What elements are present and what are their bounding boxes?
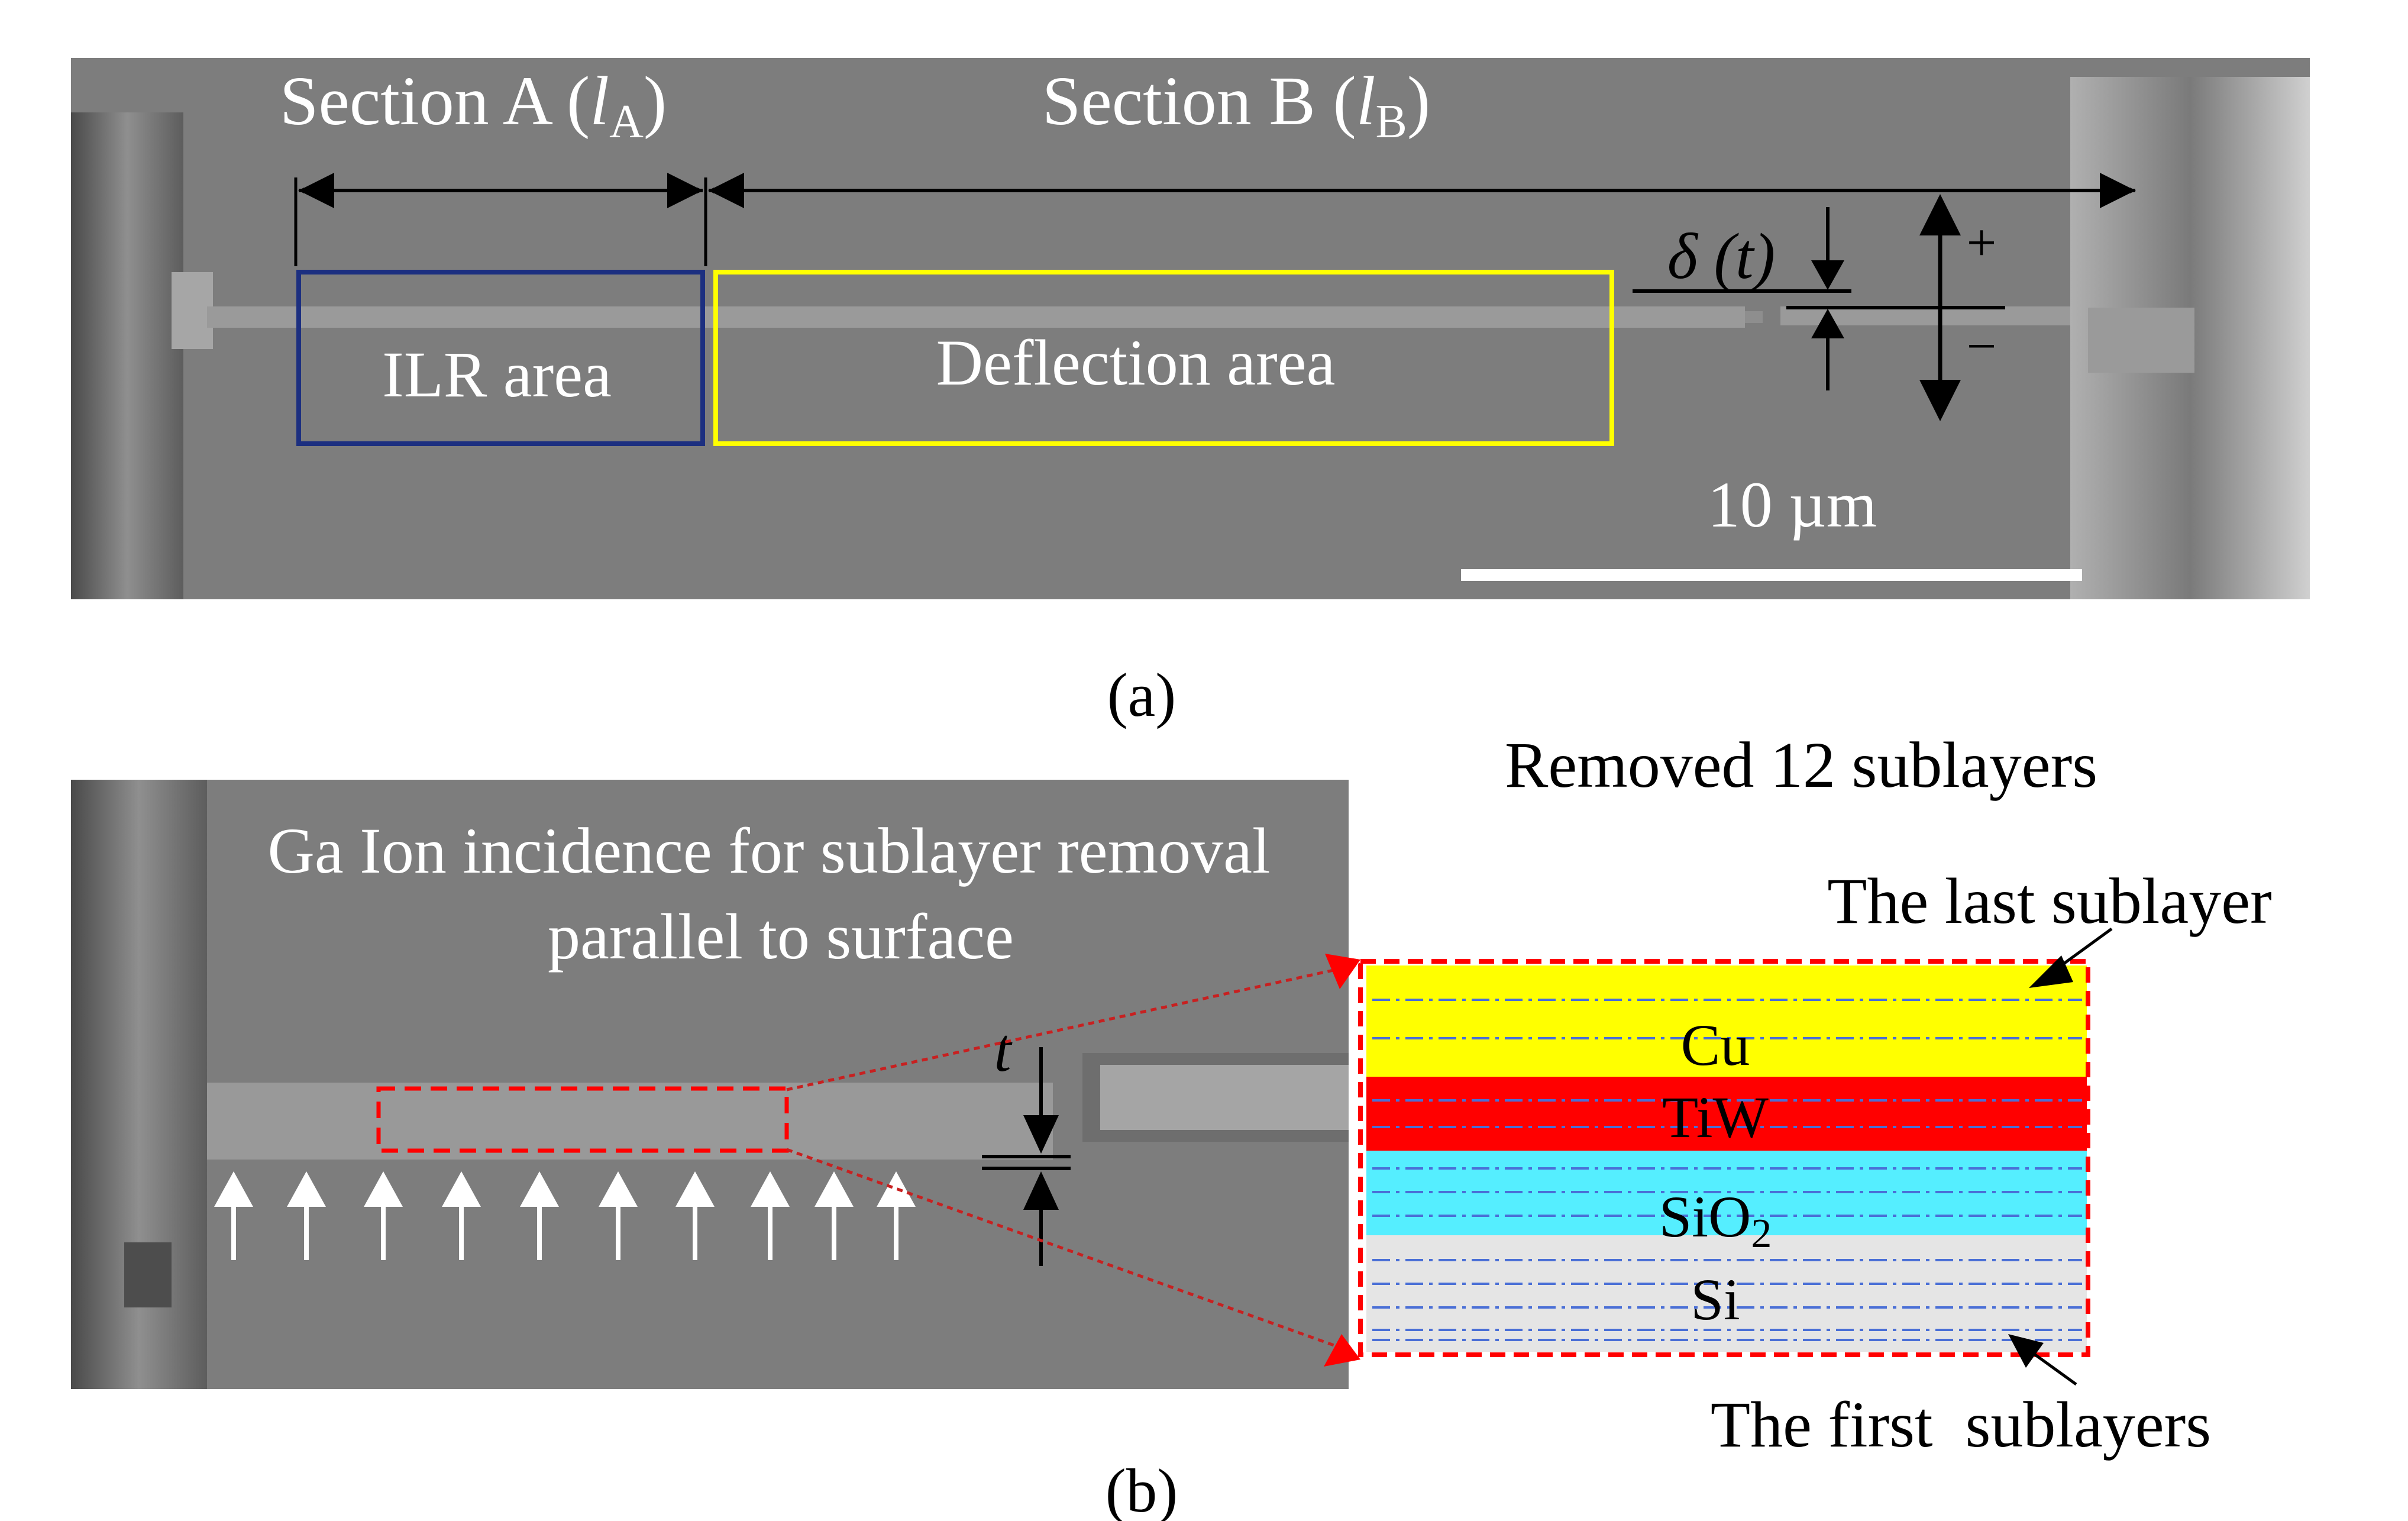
ga-ion-line2: parallel to surface (548, 900, 1014, 973)
first-sublayers-label: The first sublayers (1711, 1388, 2211, 1461)
ion-arrow (751, 1171, 790, 1260)
scale-bar (1461, 569, 2082, 581)
deflection-area-label: Deflection area (936, 327, 1336, 399)
layer-tiw (1366, 1077, 2087, 1151)
ion-arrow (287, 1171, 326, 1260)
thickness-down-arrow (1023, 1115, 1059, 1154)
thickness-label: t (994, 1015, 1013, 1084)
layer-tiw-label: TiW (1662, 1084, 1769, 1150)
section-a-label: Section A (lA) (280, 62, 667, 148)
ga-ion-line1: Ga Ion incidence for sublayer removal (267, 815, 1270, 887)
ion-arrow (442, 1171, 481, 1260)
ilr-area-box (296, 270, 705, 446)
deflection-area-box (713, 270, 1614, 446)
removed-sublayers-label: Removed 12 sublayers (1505, 729, 2097, 801)
layer-cu (1366, 965, 2087, 1077)
plus-sign: + (1967, 214, 1997, 272)
thickness-up-arrow (1023, 1171, 1059, 1210)
layer-sio2-label: SiO2 (1659, 1184, 1772, 1257)
layer-stack: Cu TiW SiO2 Si (1358, 959, 2090, 1357)
zoom-line-top (786, 963, 1361, 1091)
last-sublayer-pointer (2029, 955, 2073, 988)
layer-cu-label: Cu (1681, 1012, 1750, 1078)
left-anchor-pad (71, 112, 183, 599)
zoom-line-bottom (786, 1148, 1361, 1357)
last-sublayer-label: The last sublayer (1827, 865, 2271, 937)
sublayer-lines (1372, 999, 2082, 1341)
delta-up-arrow (1811, 309, 1844, 338)
minus-sign: − (1967, 317, 1997, 376)
ion-arrow (814, 1171, 854, 1260)
panel-b: Ga Ion incidence for sublayer removal pa… (71, 729, 2272, 1521)
layer-si-label: Si (1691, 1267, 1740, 1332)
panel-a-caption: (a) (1107, 660, 1176, 729)
sem-image-a (71, 58, 2310, 599)
panel-b-caption: (b) (1106, 1456, 1178, 1521)
scale-bar-label: 10 µm (1708, 469, 1877, 541)
first-sublayer-pointer (2008, 1334, 2044, 1368)
delta-down-arrow (1811, 260, 1844, 290)
ion-arrow (364, 1171, 403, 1260)
beam-cross-section (207, 1083, 1053, 1160)
cantilever-beam (207, 306, 1745, 328)
section-b-label: Section B (lB) (1042, 62, 1430, 148)
delta-t-label: δ (t) (1667, 220, 1775, 292)
ion-arrow (877, 1171, 916, 1260)
panel-a: Section A (lA) Section B (lB) ILR area D… (71, 58, 2310, 729)
ion-arrow (520, 1171, 559, 1260)
ion-arrow (599, 1171, 638, 1260)
layer-si (1366, 1235, 2087, 1352)
ion-arrow (675, 1171, 715, 1260)
ilr-area-label: ILR area (382, 338, 612, 411)
ion-incidence-arrows (214, 1171, 916, 1260)
sublayer-stack-dashed-box (1358, 959, 2090, 1357)
ion-arrow (214, 1171, 253, 1260)
